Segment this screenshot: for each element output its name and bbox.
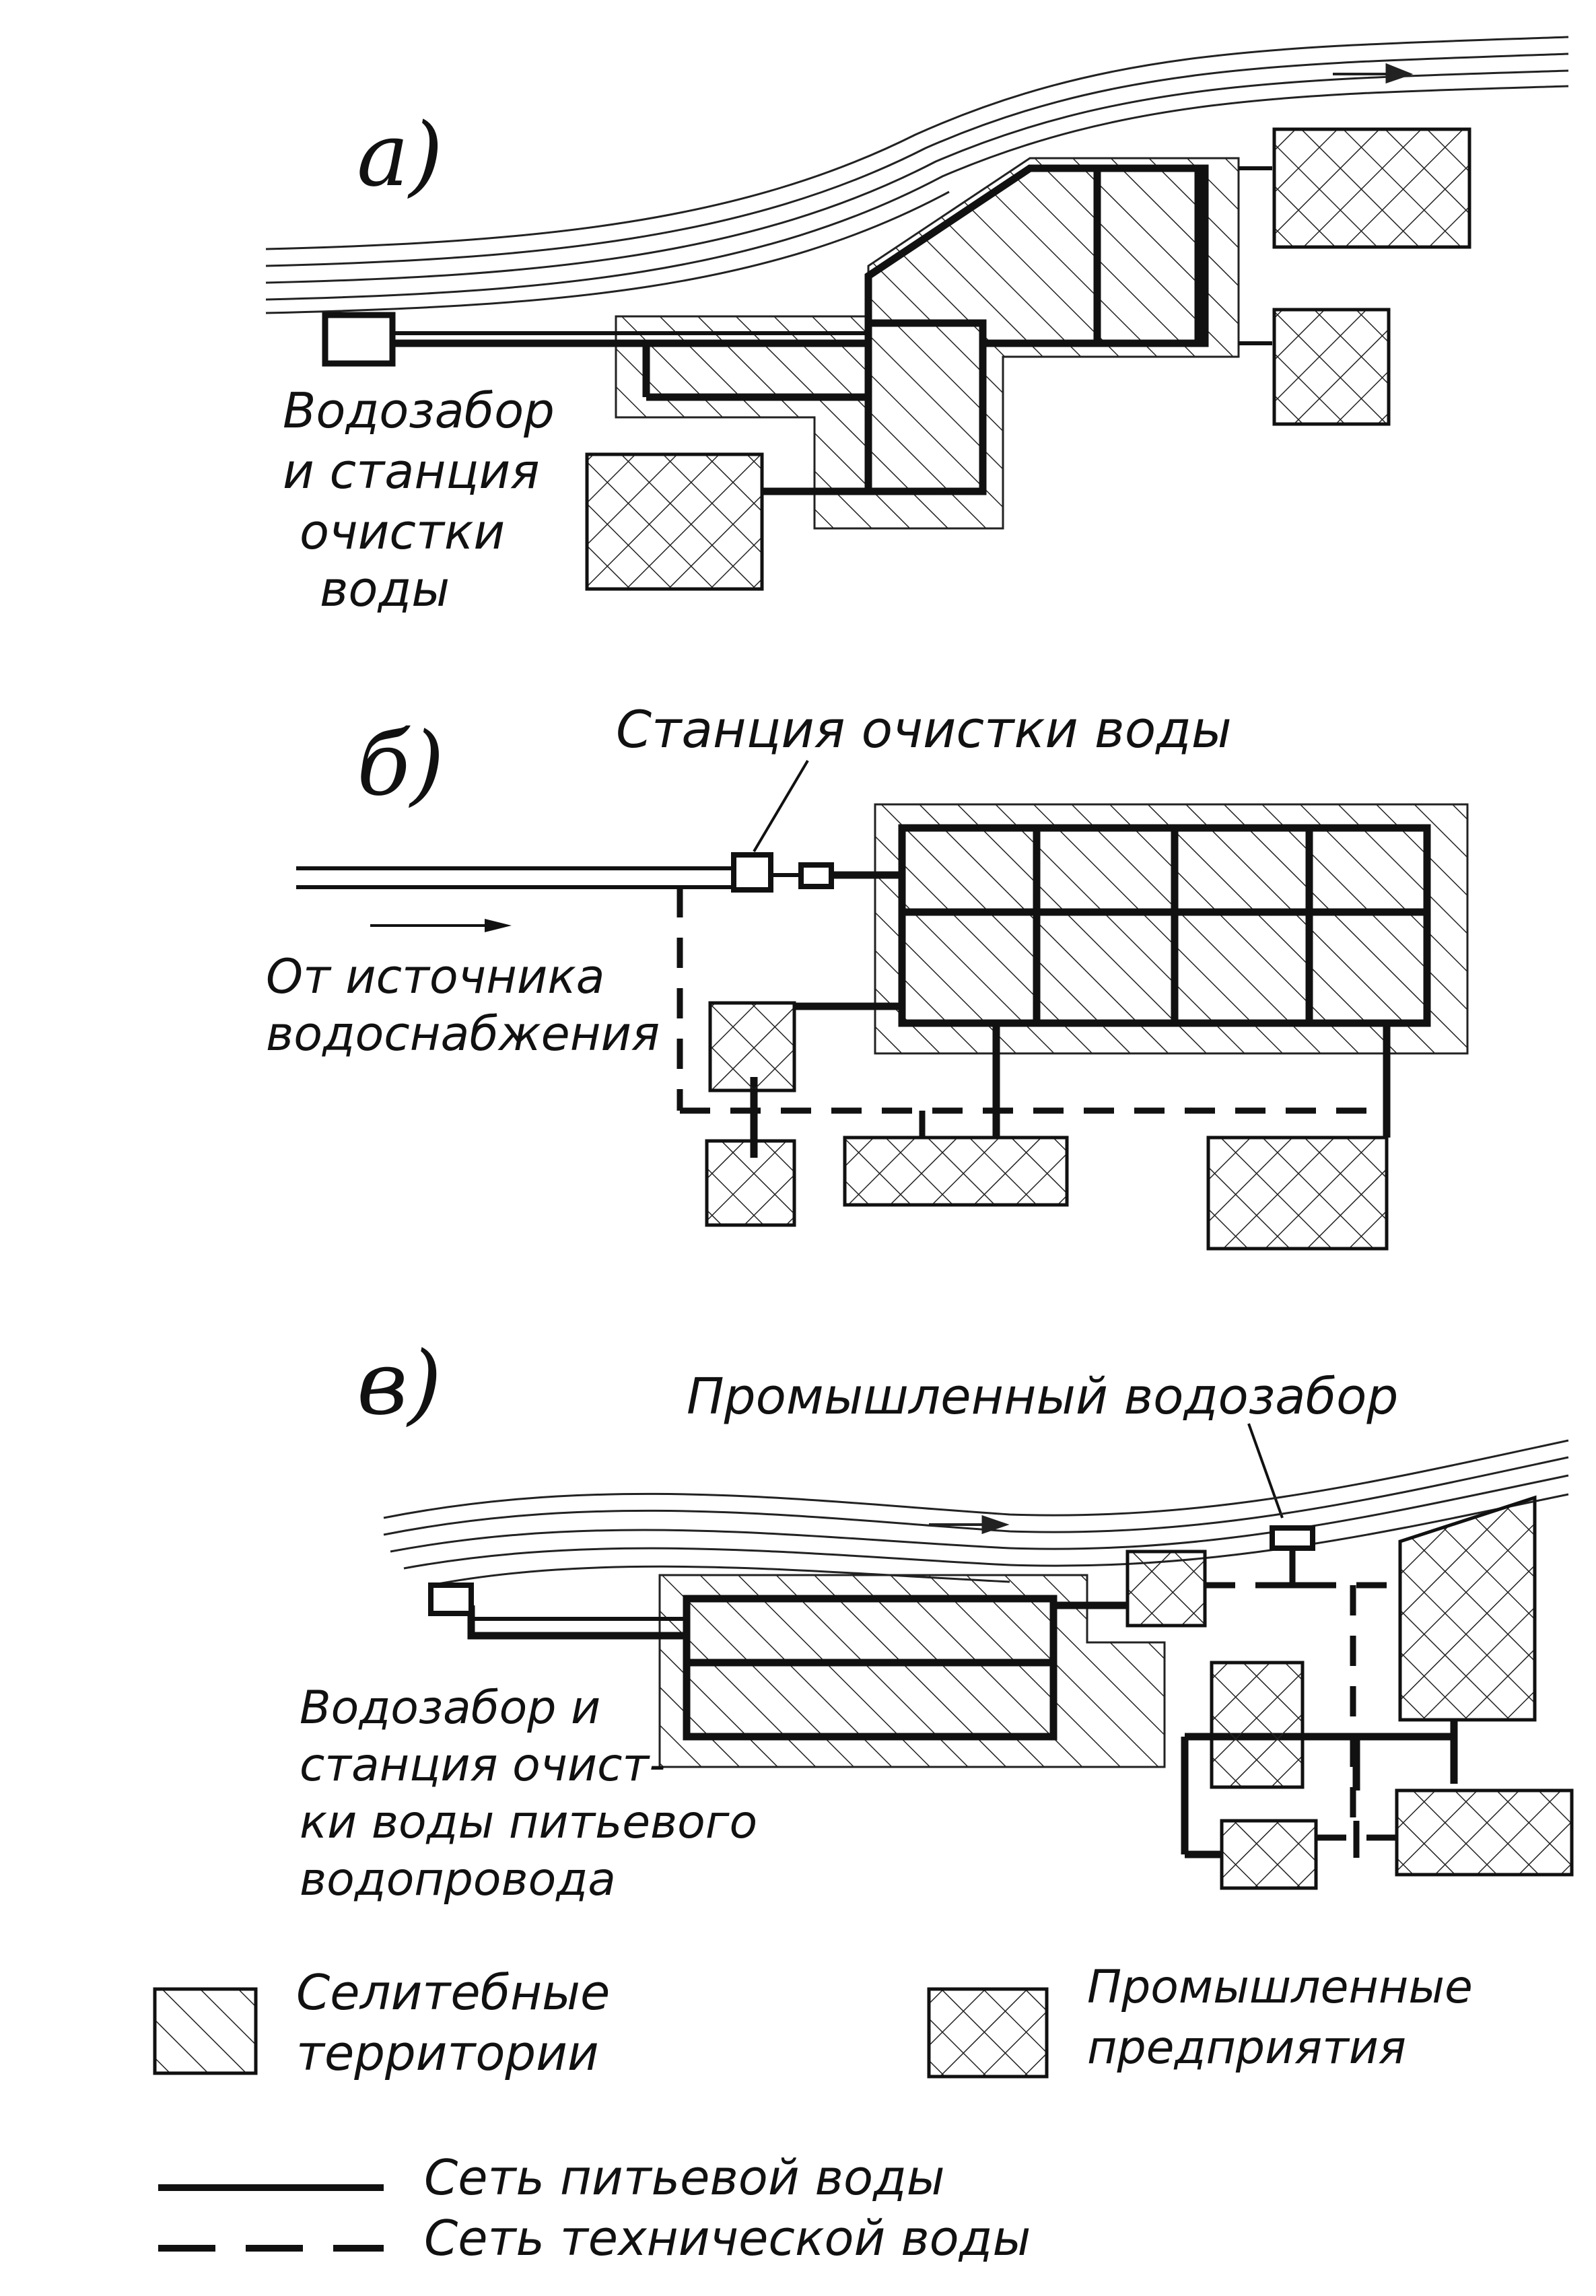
scheme-a: а) [265,36,1569,617]
legend-residential-line1: Селитебные [296,1964,610,2021]
industrial-plant-a2 [1272,308,1391,426]
industrial-plant-b3 [843,1136,1069,1207]
intake-label-a: Водозабор и станция очистки воды [283,382,570,617]
legend-residential-label: Селитебные территории [296,1964,625,2081]
intake-label-a-line3: очистки [300,503,505,560]
legend-industrial-line2: предприятия [1087,2021,1406,2075]
intake-label-v: Водозабор и станция очист- ки воды питье… [300,1681,772,1906]
industrial-plant-a3 [585,452,764,591]
technical-network-b [676,887,1387,1138]
industrial-intake-leader-v [1247,1423,1284,1519]
industrial-plant-b4 [1206,1136,1389,1251]
residential-zone-v [658,1574,1166,1768]
potable-network-a [394,164,1209,495]
intake-station-v [428,1582,474,1616]
intake-label-v-line3: ки воды питьевого [300,1796,757,1849]
station-label-b: Станция очистки воды [616,699,1232,759]
intake-label-v-line1: Водозабор и [300,1681,600,1735]
river-v [383,1439,1569,1587]
industrial-plant-b1 [708,1001,796,1092]
industrial-plant-b2 [705,1139,796,1227]
scheme-v: в) Промышленный водозабор [300,1332,1574,1906]
treatment-station-b2 [798,862,834,889]
scheme-b-letter: б) [357,713,444,815]
industrial-plant-v1 [1125,1550,1207,1628]
scheme-v-letter: в) [357,1332,442,1434]
intake-label-v-line4: водопровода [300,1853,616,1906]
legend-residential-line2: территории [296,2025,599,2081]
treatment-station-b1 [731,852,773,893]
intake-station-a [322,312,396,367]
legend-industrial-label: Промышленные предприятия [1087,1961,1487,2075]
legend: Селитебные территории Промышленные предп… [153,1961,1487,2266]
industrial-intake-label-v: Промышленный водозабор [687,1368,1398,1426]
industrial-plant-v3 [1398,1495,1537,1722]
intake-label-a-line1: Водозабор [283,382,555,439]
legend-technical-label: Сеть технической воды [424,2210,1031,2266]
industrial-plant-v2 [1210,1661,1305,1789]
intake-label-a-line4: воды [320,561,450,617]
legend-industrial-line1: Промышленные [1087,1961,1473,2014]
source-label-b-line2: водоснабжения [266,1006,660,1062]
legend-industrial-swatch [927,1987,1049,2079]
potable-network-b [750,824,1431,1158]
intake-label-a-line2: и станция [283,443,540,499]
station-leader-b [753,759,809,853]
source-label-b-line1: От источника [266,949,605,1004]
legend-residential-swatch [153,1987,258,2075]
industrial-intake-v [1270,1525,1315,1551]
intake-label-v-line2: станция очист- [300,1739,666,1792]
scheme-b: б) Станция очистки воды [266,699,1469,1251]
industrial-plant-a1 [1272,127,1471,249]
scheme-a-letter: а) [357,104,443,206]
potable-network-v [467,1595,1458,1858]
industrial-plant-v5 [1220,1819,1318,1890]
industrial-plant-v4 [1395,1788,1574,1877]
river-a [265,36,1569,314]
technical-network-v [1205,1582,1400,1841]
legend-potable-label: Сеть питьевой воды [424,2149,945,2206]
source-label-b: От источника водоснабжения [266,949,660,1062]
